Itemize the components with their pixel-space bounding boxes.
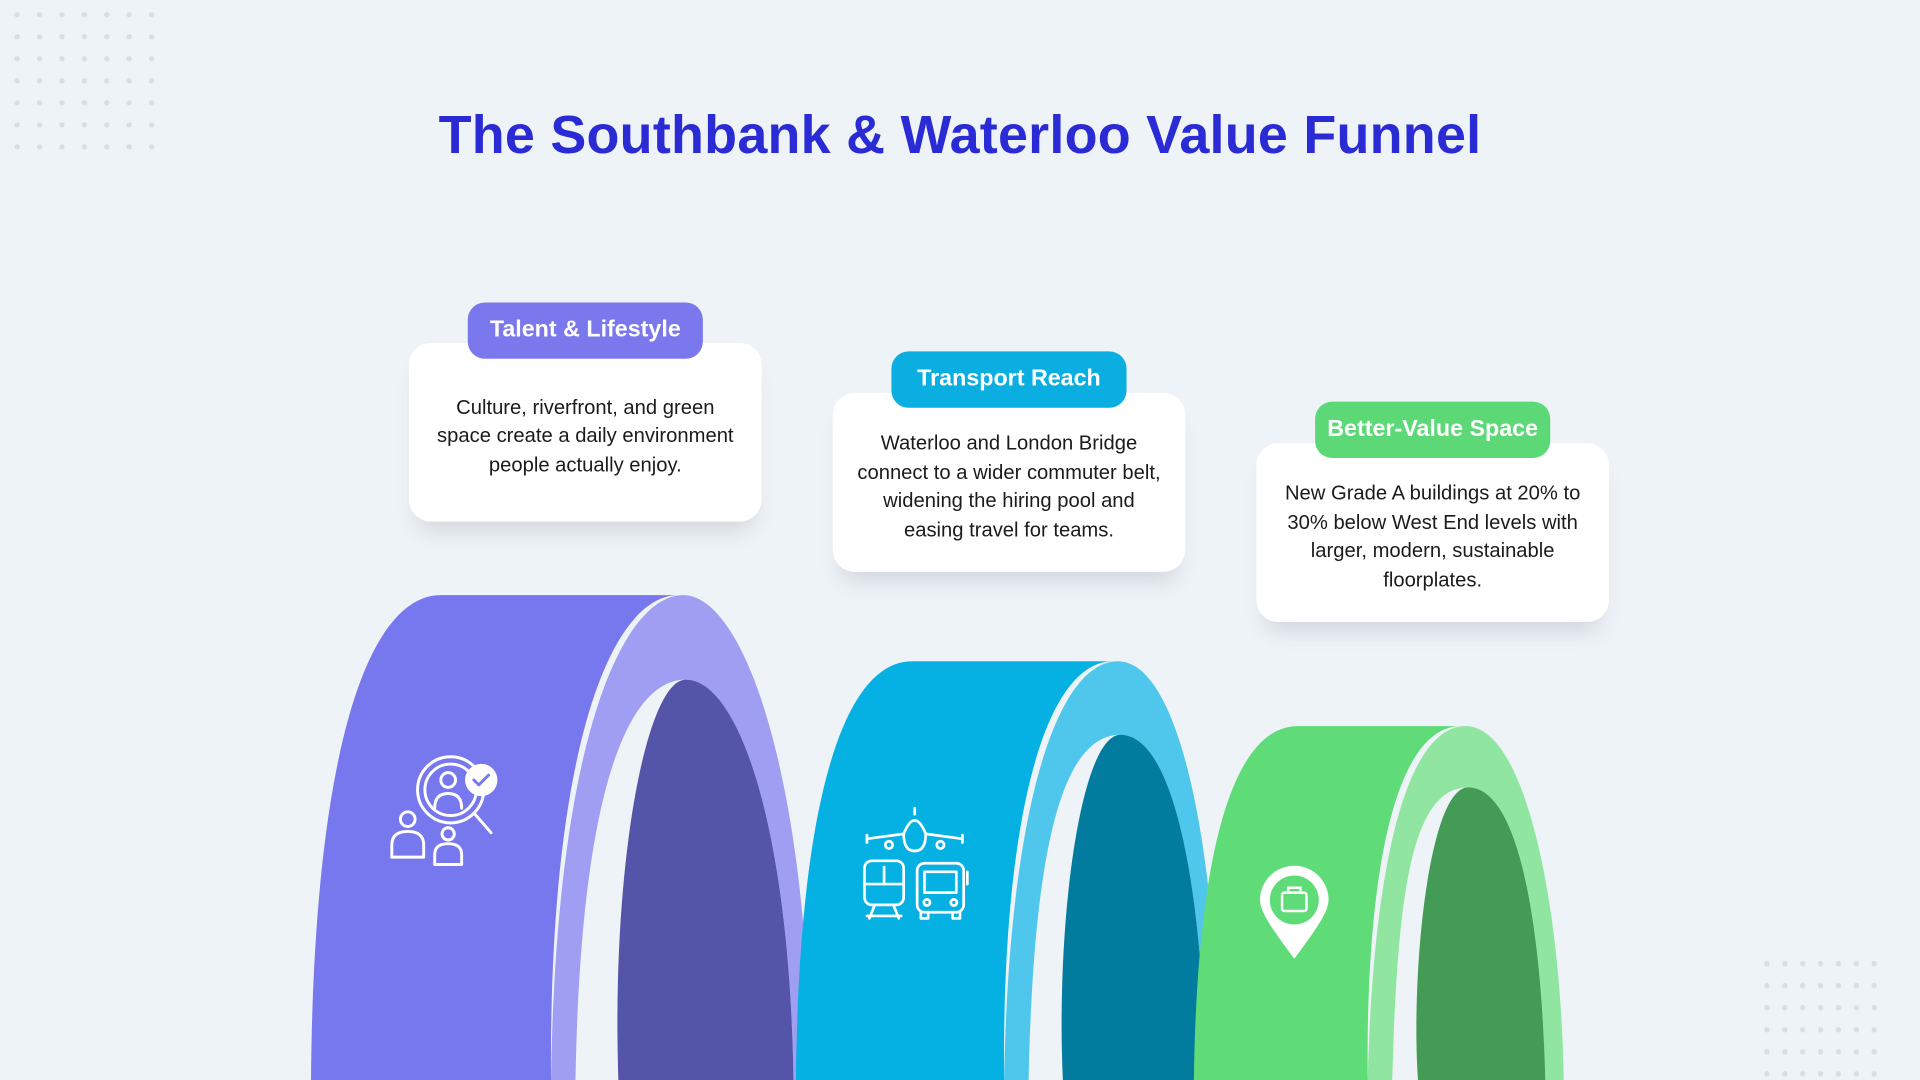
arch-front <box>311 595 679 1080</box>
funnel-arch-talent <box>311 595 811 1080</box>
decorative-dots <box>14 12 1877 1077</box>
stage-card-transport: Waterloo and London Bridge connect to a … <box>832 393 1186 572</box>
arch-inner <box>617 679 794 1080</box>
stage-card-talent: Culture, riverfront, and green space cre… <box>408 342 762 522</box>
stage-description: Culture, riverfront, and green space cre… <box>437 396 734 477</box>
location-briefcase-icon <box>1260 865 1329 959</box>
stage-description: Waterloo and London Bridge connect to a … <box>857 432 1161 541</box>
arch-inner <box>1061 734 1207 1080</box>
talent-search-icon <box>390 755 498 866</box>
stage-card-value: New Grade A buildings at 20% to 30% belo… <box>1256 443 1609 623</box>
stage-label-transport: Transport Reach <box>891 351 1127 408</box>
transport-icon <box>863 806 969 920</box>
stage-label-talent: Talent & Lifestyle <box>467 302 703 359</box>
funnel-arch-value <box>1193 726 1564 1080</box>
stage-description: New Grade A buildings at 20% to 30% belo… <box>1284 482 1581 591</box>
page-title: The Southbank & Waterloo Value Funnel <box>438 105 1482 166</box>
stage-label-value: Better-Value Space <box>1315 401 1551 458</box>
funnel-arch-transport <box>795 661 1220 1080</box>
arch-inner <box>1416 787 1546 1080</box>
